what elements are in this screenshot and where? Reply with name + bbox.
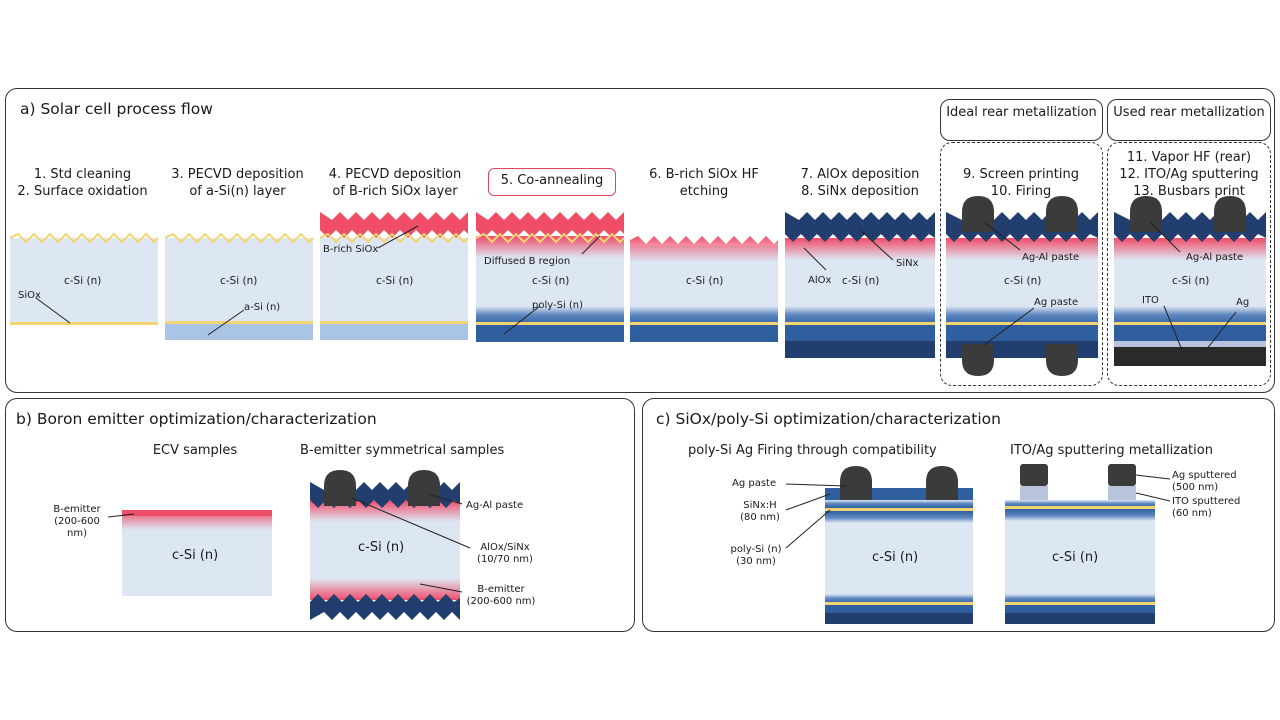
label-brich: B-rich SiOx bbox=[323, 244, 379, 255]
label-csi-7: c-Si (n) bbox=[1004, 275, 1042, 287]
cell-5 bbox=[630, 236, 778, 342]
paste-dome bbox=[1046, 196, 1078, 232]
label-bemitter-ecv: B-emitter (200-600 nm) bbox=[53, 504, 101, 539]
paste-dome bbox=[324, 470, 356, 506]
step-caption-6: 7. AlOx deposition 8. SiNx deposition bbox=[800, 167, 920, 199]
panel-c-title: c) SiOx/poly-Si optimization/characteriz… bbox=[656, 410, 1001, 428]
label-aloxsinx: AlOx/SiNx (10/70 nm) bbox=[477, 542, 533, 565]
label-csi-8: c-Si (n) bbox=[1172, 275, 1210, 287]
panel-a-title: a) Solar cell process flow bbox=[20, 100, 213, 118]
label-bemitter-sym: B-emitter (200-600 nm) bbox=[466, 584, 536, 607]
paste-dome bbox=[840, 466, 872, 500]
paste-dome bbox=[1046, 344, 1078, 376]
label-agpaste-c: Ag paste bbox=[732, 478, 777, 489]
label-csi-5: c-Si (n) bbox=[686, 275, 724, 287]
label-agsputtered: Ag sputtered (500 nm) bbox=[1172, 470, 1237, 493]
label-asi: a-Si (n) bbox=[244, 302, 281, 313]
step-caption-3: 4. PECVD deposition of B-rich SiOx layer bbox=[328, 167, 462, 199]
c-right-sample bbox=[1005, 464, 1155, 624]
sym-sample bbox=[310, 470, 460, 620]
cell-1 bbox=[9, 232, 159, 325]
used-rear-header: Used rear metallization bbox=[1107, 99, 1271, 141]
step-caption-8: 11. Vapor HF (rear) 12. ITO/Ag sputterin… bbox=[1119, 150, 1259, 199]
leader-lines-c bbox=[785, 474, 1171, 549]
ecv-sample bbox=[122, 510, 272, 596]
label-csi-ecv: c-Si (n) bbox=[172, 548, 219, 563]
label-csi-c-right: c-Si (n) bbox=[1052, 550, 1099, 565]
used-rear-box bbox=[1107, 142, 1271, 386]
paste-dome bbox=[962, 344, 994, 376]
paste-dome bbox=[408, 470, 440, 506]
c-right-title: ITO/Ag sputtering metallization bbox=[1010, 443, 1213, 458]
leader-lines-b bbox=[107, 493, 471, 593]
label-sinxh: SiNx:H (80 nm) bbox=[740, 500, 780, 523]
label-itosputtered: ITO sputtered (60 nm) bbox=[1172, 496, 1241, 519]
label-diffused: Diffused B region bbox=[484, 256, 571, 267]
step-caption-1: 1. Std cleaning 2. Surface oxidation bbox=[17, 167, 148, 199]
label-agal-1: Ag-Al paste bbox=[1022, 252, 1080, 263]
step-caption-7: 9. Screen printing 10. Firing bbox=[962, 167, 1079, 199]
step-caption-4-highlight: 5. Co-annealing bbox=[488, 168, 616, 196]
c-left-sample bbox=[825, 466, 973, 624]
label-csi-c-left: c-Si (n) bbox=[872, 550, 919, 565]
paste-dome bbox=[1130, 196, 1162, 232]
ideal-rear-header: Ideal rear metallization bbox=[940, 99, 1103, 141]
cell-8 bbox=[1114, 196, 1266, 366]
cell-7 bbox=[946, 196, 1098, 376]
label-agal-2: Ag-Al paste bbox=[1186, 252, 1244, 263]
leader-lines-a bbox=[35, 221, 1237, 351]
label-polysi: poly-Si (n) bbox=[532, 300, 584, 311]
label-ag: Ag bbox=[1236, 297, 1250, 308]
cell-6 bbox=[785, 212, 935, 358]
label-csi-sym: c-Si (n) bbox=[358, 540, 405, 555]
label-polysi-c: poly-Si (n) (30 nm) bbox=[730, 544, 782, 567]
paste-dome bbox=[1214, 196, 1246, 232]
step-caption-2: 3. PECVD deposition of a-Si(n) layer bbox=[171, 167, 304, 199]
ecv-title: ECV samples bbox=[152, 443, 238, 458]
label-ito: ITO bbox=[1142, 295, 1159, 306]
ideal-rear-box bbox=[940, 142, 1103, 386]
sym-title: B-emitter symmetrical samples bbox=[300, 443, 505, 458]
step-caption-5: 6. B-rich SiOx HF etching bbox=[649, 167, 759, 199]
label-agpaste: Ag paste bbox=[1034, 297, 1079, 308]
c-left-title: poly-Si Ag Firing through compatibility bbox=[688, 443, 937, 458]
cell-4 bbox=[475, 212, 625, 342]
label-siox: SiOx bbox=[18, 290, 41, 301]
label-csi-1: c-Si (n) bbox=[64, 275, 102, 287]
label-csi-2: c-Si (n) bbox=[220, 275, 258, 287]
cell-2 bbox=[164, 232, 314, 340]
label-alox: AlOx bbox=[808, 275, 832, 286]
panel-b-title: b) Boron emitter optimization/characteri… bbox=[16, 410, 377, 428]
paste-dome bbox=[926, 466, 958, 500]
label-csi-4: c-Si (n) bbox=[532, 275, 570, 287]
label-csi-6: c-Si (n) bbox=[842, 275, 880, 287]
label-csi-3: c-Si (n) bbox=[376, 275, 414, 287]
label-agal-sym: Ag-Al paste bbox=[466, 500, 524, 511]
label-sinx: SiNx bbox=[896, 258, 919, 269]
